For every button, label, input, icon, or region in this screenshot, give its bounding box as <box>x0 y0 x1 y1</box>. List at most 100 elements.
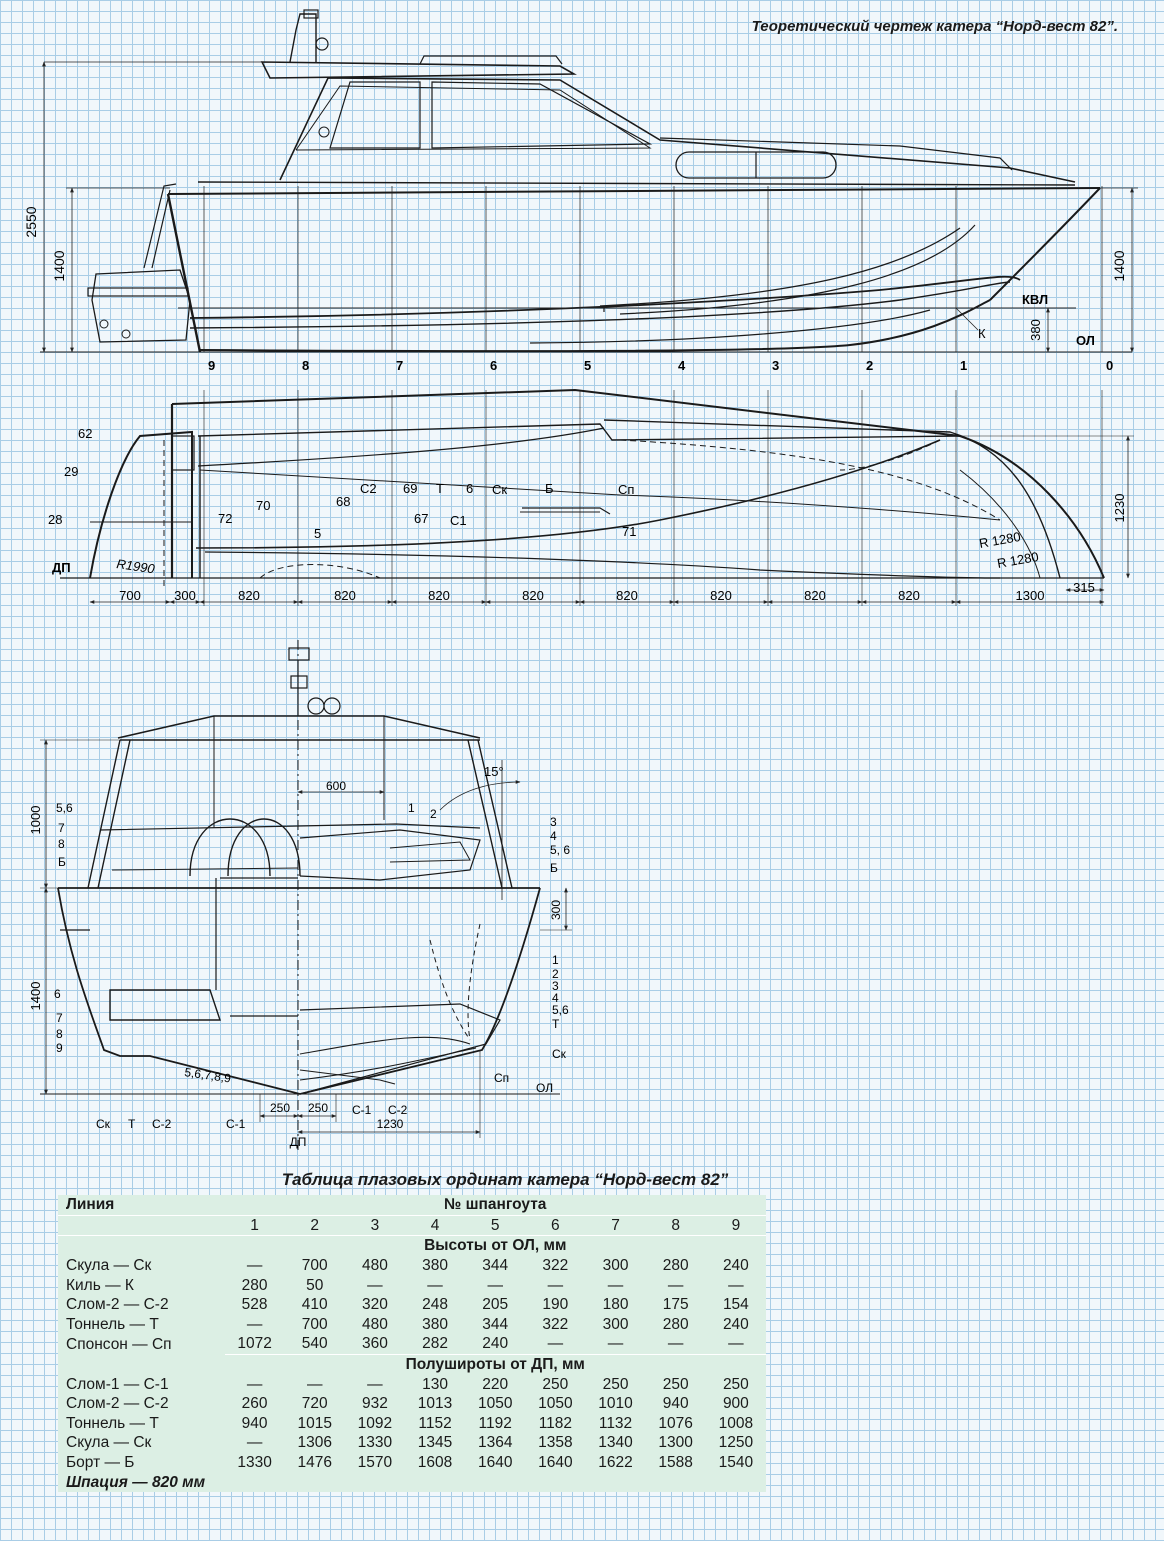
body-right-bot-5: Т <box>552 1017 560 1031</box>
body-right-bot-1: 2 <box>552 967 559 981</box>
body-dp: ДП <box>290 1135 307 1149</box>
cell: 300 <box>602 1257 629 1275</box>
cell: 280 <box>241 1276 268 1294</box>
cell: 1050 <box>538 1395 573 1413</box>
cell: — <box>667 1335 684 1353</box>
cell: — <box>246 1257 263 1275</box>
cell: 1358 <box>538 1434 573 1452</box>
cell: 1345 <box>417 1434 453 1452</box>
cell: 1300 <box>658 1434 693 1452</box>
plan-dp: ДП <box>52 560 71 575</box>
section-halfbreadths: Полушироты от ДП, мм <box>224 1353 766 1375</box>
cell: 1008 <box>718 1414 754 1432</box>
cell: 50 <box>306 1276 324 1294</box>
body-left-top-3: Б <box>58 855 66 869</box>
body-dim-250-a: 250 <box>270 1101 290 1115</box>
body-right-bot-0: 1 <box>552 953 559 967</box>
body-left-bot-2: 8 <box>56 1027 63 1041</box>
body-ol: ОЛ <box>536 1081 553 1095</box>
cell: 220 <box>482 1375 509 1393</box>
plan-dim-315: 315 <box>1073 580 1095 595</box>
cell: 1010 <box>598 1395 633 1413</box>
frame-spacing: Шпация — 820 мм <box>66 1473 206 1491</box>
frame-col-7: 7 <box>585 1214 646 1237</box>
cell: 1640 <box>538 1454 573 1472</box>
cell: 700 <box>301 1257 328 1275</box>
cell: 130 <box>422 1375 448 1393</box>
cell: 300 <box>602 1315 629 1333</box>
cell: 1072 <box>237 1335 272 1353</box>
plan-r1280-b: R 1280 <box>996 549 1040 571</box>
plan-label-69: 69 <box>403 481 417 496</box>
cell: 480 <box>361 1315 388 1333</box>
cell: — <box>607 1335 624 1353</box>
plan-dim-4: 820 <box>428 588 450 603</box>
plan-label-70: 70 <box>256 498 270 513</box>
frame-col-2: 2 <box>284 1214 345 1237</box>
cell: 1132 <box>598 1414 633 1432</box>
plan-dim-1: 300 <box>174 588 196 603</box>
cell: 480 <box>361 1257 388 1275</box>
plan-r1990: R1990 <box>116 556 157 576</box>
section-heights: Высоты от ОЛ, мм <box>224 1235 766 1256</box>
cell: 1588 <box>658 1454 693 1472</box>
plan-label-Т: Т <box>436 481 444 496</box>
profile-view <box>40 9 1132 606</box>
body-left-bot-1: 7 <box>56 1011 63 1025</box>
table-title: Таблица плазовых ординат катера “Норд-ве… <box>281 1170 729 1189</box>
plan-label-68: 68 <box>336 494 350 509</box>
cell: — <box>246 1434 263 1452</box>
row-name: Тоннель — Т <box>66 1414 159 1432</box>
cell: 940 <box>241 1414 268 1432</box>
cell: — <box>547 1276 564 1294</box>
body-dim-300: 300 <box>549 900 563 920</box>
body-right-top-3: Б <box>550 861 558 875</box>
frame-number-9: 9 <box>208 358 215 373</box>
cell: 700 <box>301 1315 328 1333</box>
body-dim-250-b: 250 <box>308 1101 328 1115</box>
body-right-bot-7: Сп <box>494 1071 509 1085</box>
cell: 280 <box>662 1257 689 1275</box>
cell: 250 <box>542 1375 569 1393</box>
cell: 322 <box>542 1257 569 1275</box>
cell: 1330 <box>357 1434 393 1452</box>
cell: 1182 <box>538 1414 573 1432</box>
frame-col-9: 9 <box>705 1214 766 1237</box>
cell: 1092 <box>357 1414 393 1432</box>
frame-number-6: 6 <box>490 358 497 373</box>
body-right-top-2: 5, 6 <box>550 843 570 857</box>
frame-col-6: 6 <box>525 1214 586 1237</box>
cell: 1340 <box>598 1434 633 1452</box>
cell: 1076 <box>658 1414 693 1432</box>
body-right-bot-6: Ск <box>552 1047 567 1061</box>
row-name: Скула — Ск <box>66 1434 152 1452</box>
frame-number-3: 3 <box>772 358 779 373</box>
cell: 344 <box>482 1315 509 1333</box>
plan-dim-9: 820 <box>898 588 920 603</box>
cell: 1608 <box>417 1454 453 1472</box>
row-name: Слом-2 — С-2 <box>66 1395 169 1413</box>
label-ol: ОЛ <box>1076 333 1095 348</box>
cell: 900 <box>722 1395 749 1413</box>
body-dim-1000: 1000 <box>28 806 43 835</box>
cell: 1013 <box>417 1395 453 1413</box>
body-inner-1: 1 <box>408 801 415 815</box>
cell: 240 <box>722 1315 749 1333</box>
plan-dim-8: 820 <box>804 588 826 603</box>
cell: 250 <box>602 1375 629 1393</box>
frame-number-2: 2 <box>866 358 873 373</box>
plan-label-28: 28 <box>48 512 62 527</box>
row-name: Слом-2 — С-2 <box>66 1296 169 1314</box>
cell: 528 <box>241 1296 268 1314</box>
cell: 1250 <box>718 1434 754 1452</box>
cell: 1476 <box>297 1454 332 1472</box>
body-bottom-3: С-1 <box>226 1117 246 1131</box>
body-bottom-5: С-2 <box>388 1103 408 1117</box>
cell: 1570 <box>357 1454 393 1472</box>
body-bottom-0: Ск <box>96 1117 111 1131</box>
cell: — <box>728 1335 744 1353</box>
col-frames: № шпангоута <box>224 1195 766 1216</box>
